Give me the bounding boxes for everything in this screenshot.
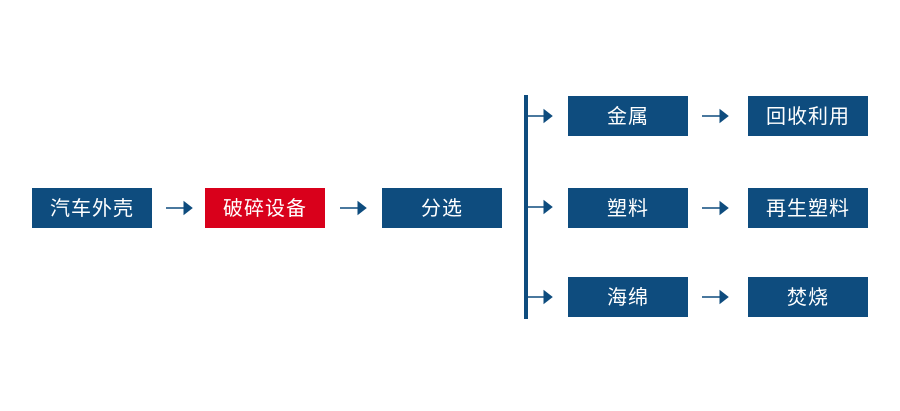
node-recycled-plastic[interactable]: 再生塑料 (748, 188, 868, 228)
arrow-right-icon-5 (700, 284, 730, 310)
branch-arrow-icon-3 (526, 284, 556, 310)
branch-arrow-icon-2 (526, 194, 556, 220)
node-sponge[interactable]: 海绵 (568, 277, 688, 317)
branch-arrow-icon-1 (526, 103, 556, 129)
node-incineration[interactable]: 焚烧 (748, 277, 868, 317)
node-sorting[interactable]: 分选 (382, 188, 502, 228)
node-metal[interactable]: 金属 (568, 96, 688, 136)
node-plastic[interactable]: 塑料 (568, 188, 688, 228)
arrow-right-icon-2 (338, 195, 368, 221)
node-crusher[interactable]: 破碎设备 (205, 188, 325, 228)
arrow-right-icon-4 (700, 195, 730, 221)
node-auto-shell[interactable]: 汽车外壳 (32, 188, 152, 228)
node-reuse[interactable]: 回收利用 (748, 96, 868, 136)
arrow-right-icon-3 (700, 103, 730, 129)
arrow-right-icon-1 (164, 195, 194, 221)
